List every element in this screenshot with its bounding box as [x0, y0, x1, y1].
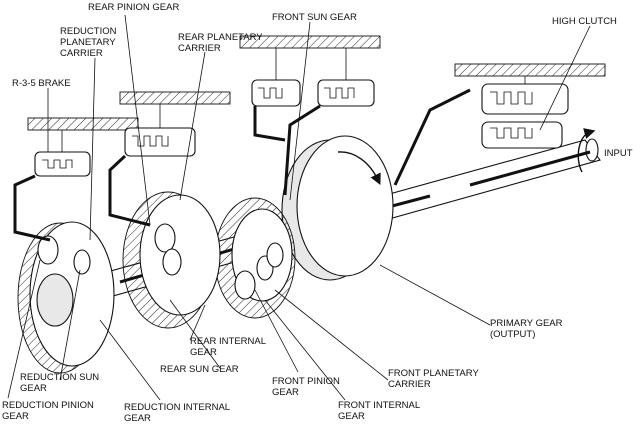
label-reduction-pinion-gear: REDUCTION PINION GEAR [2, 400, 96, 422]
label-front-internal-gear: FRONT INTERNAL GEAR [338, 400, 422, 422]
label-high-clutch: HIGH CLUTCH [552, 16, 617, 27]
input-arrow [577, 128, 596, 173]
label-reduction-internal-gear: REDUCTION INTERNAL GEAR [124, 402, 232, 424]
label-front-pinion-gear: FRONT PINION GEAR [272, 376, 343, 398]
label-reduction-sun-gear: REDUCTION SUN GEAR [20, 372, 102, 394]
primary-gear [281, 135, 394, 281]
label-rear-sun-gear: REAR SUN GEAR [160, 364, 239, 375]
label-front-sun-gear: FRONT SUN GEAR [272, 12, 357, 23]
rear-planetary-set [122, 191, 221, 329]
label-rear-pinion-gear: REAR PINION GEAR [88, 2, 179, 13]
label-reduction-planetary-carrier: REDUCTION PLANETARY CARRIER [60, 26, 119, 59]
r35-brake [13, 130, 91, 242]
label-primary-gear: PRIMARY GEAR (OUTPUT) [490, 318, 565, 340]
label-rear-planetary-carrier: REAR PLANETARY CARRIER [178, 32, 265, 54]
label-front-planetary-carrier: FRONT PLANETARY CARRIER [388, 368, 481, 390]
label-r35-brake: R-3-5 BRAKE [12, 78, 71, 89]
front-planetary-set [214, 197, 296, 319]
housing-hatch [27, 35, 606, 131]
labels: REAR PINION GEAR FRONT SUN GEAR HIGH CLU… [2, 2, 633, 424]
label-input: INPUT [604, 148, 633, 159]
label-rear-internal-gear: REAR INTERNAL GEAR [190, 336, 268, 358]
high-clutch [393, 76, 569, 186]
leader-lines [7, 14, 591, 401]
upper-clutches [251, 48, 375, 196]
reduction-planetary-set [17, 221, 115, 374]
middle-clutch [108, 104, 196, 227]
